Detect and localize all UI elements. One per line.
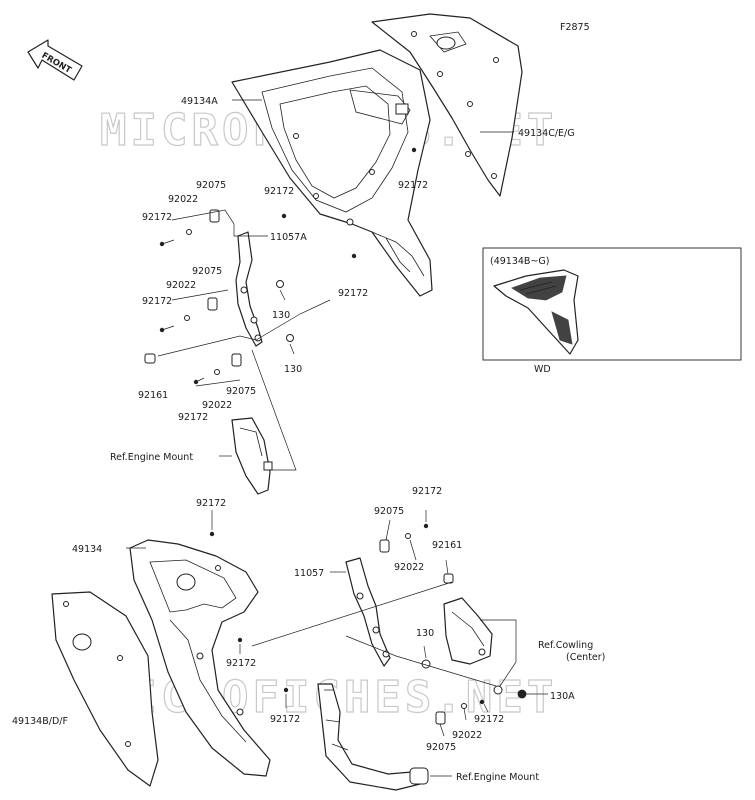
label-92172: 92172	[226, 658, 256, 669]
engine-mount-ref-2	[317, 683, 429, 791]
cowl-inner-49134A	[231, 49, 433, 297]
label-cowling-center: (Center)	[566, 652, 605, 663]
label-11057A: 11057A	[270, 232, 307, 243]
engine-mount-ref-1	[231, 417, 273, 495]
inset-caption: WD	[534, 364, 551, 375]
part-labels: 49134A 49134C/E/G 92172 92172 92172 9207…	[12, 96, 605, 783]
label-49134: 49134	[72, 544, 102, 555]
label-92172: 92172	[196, 498, 226, 509]
leaders-bottom	[126, 510, 548, 777]
label-130: 130	[416, 628, 434, 639]
hardware-bottom	[209, 523, 527, 725]
label-92075: 92075	[374, 506, 404, 517]
front-arrow-icon: FRONT	[27, 39, 83, 81]
inset-label: (49134B~G)	[490, 256, 549, 267]
label-49134CEG: 49134C/E/G	[518, 128, 575, 139]
label-130: 130	[272, 310, 290, 321]
label-92172: 92172	[142, 212, 172, 223]
label-92172: 92172	[474, 714, 504, 725]
figure-code: F2875	[560, 22, 590, 33]
label-92075: 92075	[192, 266, 222, 277]
cowling-center-ref	[443, 597, 493, 665]
label-92172: 92172	[338, 288, 368, 299]
bracket-11057	[345, 557, 391, 667]
leaders-top	[157, 99, 514, 471]
label-92022: 92022	[394, 562, 424, 573]
label-92172: 92172	[398, 180, 428, 191]
label-92172: 92172	[270, 714, 300, 725]
label-92075: 92075	[426, 742, 456, 753]
label-92022: 92022	[452, 730, 482, 741]
label-ref-engine-mount: Ref.Engine Mount	[456, 772, 539, 783]
label-92161: 92161	[432, 540, 462, 551]
label-92172: 92172	[142, 296, 172, 307]
label-49134A: 49134A	[181, 96, 218, 107]
label-ref-engine-mount: Ref.Engine Mount	[110, 452, 193, 463]
label-92161: 92161	[138, 390, 168, 401]
side-fairing-49134BDF	[51, 591, 159, 787]
label-ref-cowling: Ref.Cowling	[538, 640, 593, 651]
label-92172: 92172	[264, 186, 294, 197]
label-11057: 11057	[294, 568, 324, 579]
side-fairing-49134CEG	[371, 13, 523, 197]
label-92172: 92172	[178, 412, 208, 423]
label-92075: 92075	[196, 180, 226, 191]
label-92022: 92022	[202, 400, 232, 411]
cowl-inner-49134	[129, 539, 271, 777]
label-92075: 92075	[226, 386, 256, 397]
bracket-11057A	[235, 231, 263, 347]
label-130A: 130A	[550, 691, 575, 702]
label-92172: 92172	[412, 486, 442, 497]
label-92022: 92022	[166, 280, 196, 291]
label-130: 130	[284, 364, 302, 375]
label-92022: 92022	[168, 194, 198, 205]
hardware-top	[144, 147, 417, 385]
inset-49134B-G: (49134B~G) WD	[482, 247, 742, 375]
label-49134BDF: 49134B/D/F	[12, 716, 68, 727]
